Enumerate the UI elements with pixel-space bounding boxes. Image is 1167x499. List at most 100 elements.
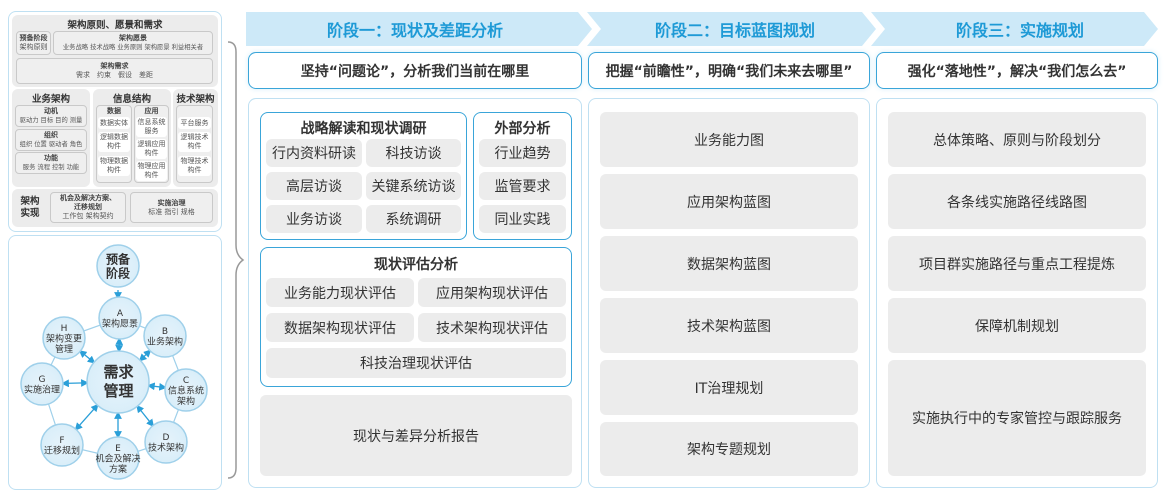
item-title: 功能 [44, 154, 58, 162]
business-item: 功能服务 流程 控制 功能 [15, 152, 87, 174]
app-item: 逻辑应用构件 [136, 139, 167, 159]
circle-label: B [162, 327, 168, 337]
circle-label: 架构愿景 [102, 318, 138, 330]
strategy-item: 关键系统访谈 [366, 172, 461, 200]
external-item: 行业趋势 [479, 139, 566, 167]
circle-label: E [115, 444, 121, 454]
stage2-item: 业务能力图 [600, 112, 858, 167]
requirements-text: 需求 约束 假设 差距 [76, 71, 153, 79]
circle-label: 预备 [106, 252, 131, 267]
circle-label: 架构 [177, 395, 195, 407]
vision-text: 业务战略 技术战略 业务原则 架构愿景 利益相关者 [62, 44, 204, 51]
vision-box: 架构愿景 业务战略 技术战略 业务原则 架构愿景 利益相关者 [53, 31, 213, 55]
item-title: 组织 [44, 131, 58, 139]
stage3-item: 项目群实施路径与重点工程提炼 [888, 236, 1146, 291]
tech-item: 平台服务 [178, 117, 211, 129]
vision-title: 架构愿景 [119, 34, 147, 42]
assessment-item: 业务能力现状评估 [266, 278, 414, 307]
requirements-management-label: 需求管理 [103, 363, 134, 400]
circle-label: 方案 [109, 463, 127, 475]
adm-cycle-diagram: 预备阶段A架构愿景B业务架构C信息系统架构D技术架构E机会及解决方案F迁移规划G… [20, 244, 208, 480]
circle-label: F [59, 436, 64, 446]
bidirectional-arrow [74, 403, 99, 431]
app-item: 信息系统服务 [136, 117, 167, 137]
stage1-subtitle: 坚持“问题论”，分析我们当前在哪里 [248, 52, 582, 89]
circle-label: H [61, 324, 68, 334]
impl-title: 架构实现 [20, 196, 40, 219]
stage2-item: 数据架构蓝图 [600, 236, 858, 291]
assessment-item: 应用架构现状评估 [418, 278, 566, 307]
circle-label: 管理 [55, 343, 73, 355]
stage2-item: 应用架构蓝图 [600, 174, 858, 229]
bidirectional-arrow [146, 382, 168, 391]
strategy-item: 系统调研 [366, 205, 461, 233]
circle-label: A [117, 309, 124, 319]
circle-label: 技术架构 [148, 442, 184, 454]
prelim-text: 架构原则 [19, 43, 48, 51]
external-item: 监管要求 [479, 172, 566, 200]
external-item: 同业实践 [479, 205, 566, 233]
stage3-item: 保障机制规划 [888, 298, 1146, 353]
assessment-title: 现状评估分析 [374, 257, 458, 273]
data-item: 逻辑数据构件 [98, 132, 130, 152]
tech-item: 逻辑技术构件 [178, 132, 211, 152]
stage3-subtitle: 强化“落地性”，解决“我们怎么去” [876, 52, 1158, 89]
report-item: 现状与差异分析报告 [260, 395, 572, 476]
governance-text: 标准 指引 规格 [148, 207, 195, 216]
circle-label: 阶段 [106, 265, 131, 280]
assessment-item: 数据架构现状评估 [266, 313, 414, 342]
external-title: 外部分析 [494, 121, 551, 137]
governance-box: 实施治理标准 指引 规格 [130, 192, 213, 223]
circle-label: 架构变更 [46, 332, 82, 344]
circle-label: 机会及解决 [95, 452, 140, 464]
governance-title: 实施治理 [157, 198, 186, 207]
prelim-box: 预备阶段 架构原则 [16, 31, 51, 55]
data-item: 物理数据构件 [98, 156, 130, 176]
strategy-item: 科技访谈 [366, 139, 461, 167]
prelim-title: 预备阶段 [19, 34, 48, 42]
business-item: 组织组织 位置 驱动者 角色 [15, 129, 87, 151]
prelim-phase-circle: 预备阶段 [96, 244, 140, 288]
requirements-management-circle [86, 350, 150, 414]
assessment-item: 科技治理现状评估 [266, 348, 566, 378]
tech-title: 技术架构 [176, 94, 215, 105]
opportunity-title: 机会及解决方案、迁移规划 [60, 194, 116, 211]
stage2-item: 架构专题规划 [600, 422, 858, 476]
strategy-item: 行内资料研读 [266, 139, 362, 167]
data-item: 数据实体 [98, 117, 130, 129]
info-title: 信息结构 [112, 94, 151, 105]
stage1-title: 阶段一：现状及差距分析 [326, 21, 503, 40]
item-text: 驱动力 目标 目的 测量 [19, 117, 83, 124]
app-title: 应用 [144, 107, 159, 115]
bidirectional-arrow [61, 379, 89, 388]
app-item: 物理应用构件 [136, 161, 167, 181]
stage2-title: 阶段二：目标蓝图规划 [654, 21, 815, 40]
stage2-item: IT治理规划 [600, 360, 858, 415]
bidirectional-arrow [78, 350, 96, 364]
strategy-item: 业务访谈 [266, 205, 362, 233]
item-text: 组织 位置 驱动者 角色 [19, 141, 83, 148]
stage-header-arrows [246, 12, 1158, 46]
bracket [227, 41, 245, 479]
requirements-title: 架构需求 [100, 62, 129, 70]
business-item: 动机驱动力 目标 目的 测量 [15, 105, 87, 127]
stage2-subtitle: 把握“前瞻性”，明确“我们未来去哪里” [588, 52, 870, 89]
circle-label: G [39, 375, 46, 385]
circle-label: 实施治理 [24, 384, 60, 396]
circle-label: C [183, 376, 189, 386]
stage3-item: 各条线实施路径线路图 [888, 174, 1146, 229]
bidirectional-arrow [138, 349, 152, 362]
strategy-title: 战略解读和现状调研 [300, 121, 427, 137]
item-text: 服务 流程 控制 功能 [22, 164, 80, 171]
tech-item: 物理技术构件 [178, 156, 211, 176]
stage3-item: 总体策略、原则与阶段划分 [888, 112, 1146, 167]
stage3-item: 实施执行中的专家管控与跟踪服务 [888, 360, 1146, 476]
